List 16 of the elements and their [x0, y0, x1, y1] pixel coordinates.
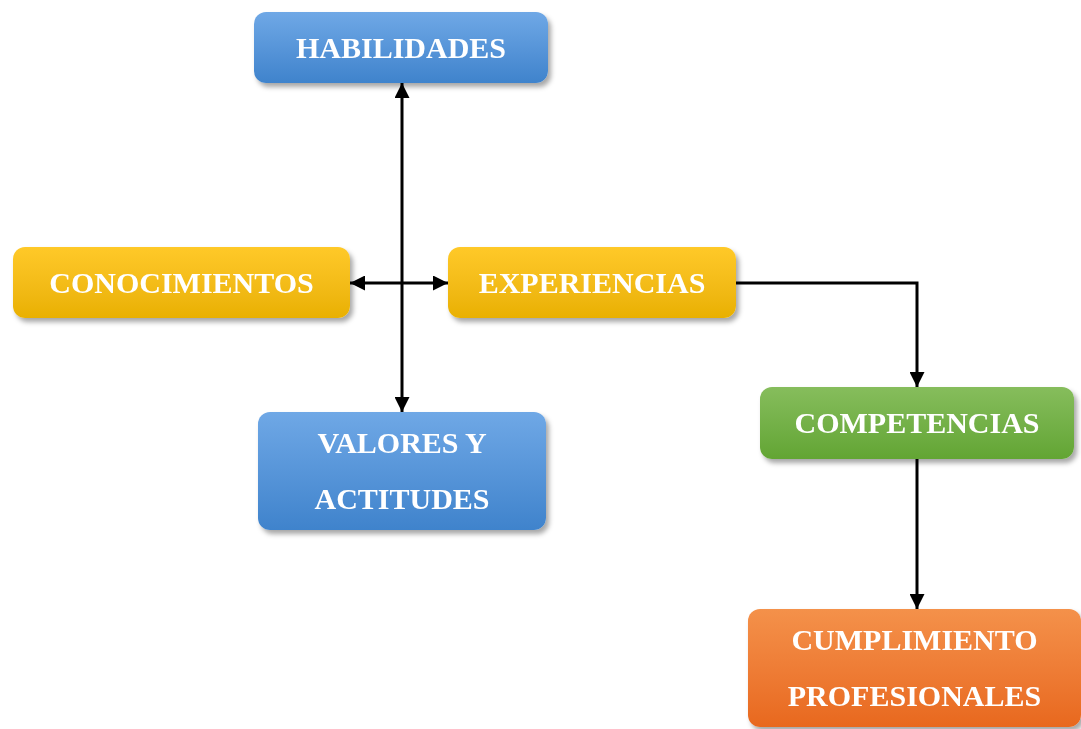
arrow	[736, 281, 925, 387]
concept-box	[254, 12, 548, 83]
arrow	[350, 275, 448, 291]
arrow	[394, 83, 410, 412]
concept-box	[448, 247, 736, 318]
concept-box	[258, 412, 546, 530]
concept-box	[13, 247, 350, 318]
concept-box	[760, 387, 1074, 459]
box-label: HABILIDADES	[295, 29, 507, 66]
concept-box	[748, 609, 1081, 727]
box-label: CONOCIMIENTOS	[49, 264, 314, 301]
box-label: EXPERIENCIAS	[478, 264, 706, 301]
box-label: CUMPLIMIENTO PROFESIONALES	[786, 622, 1043, 714]
box-label: COMPETENCIAS	[794, 405, 1040, 441]
box-label: VALORES Y ACTITUDES	[313, 425, 491, 517]
arrow	[909, 459, 925, 609]
